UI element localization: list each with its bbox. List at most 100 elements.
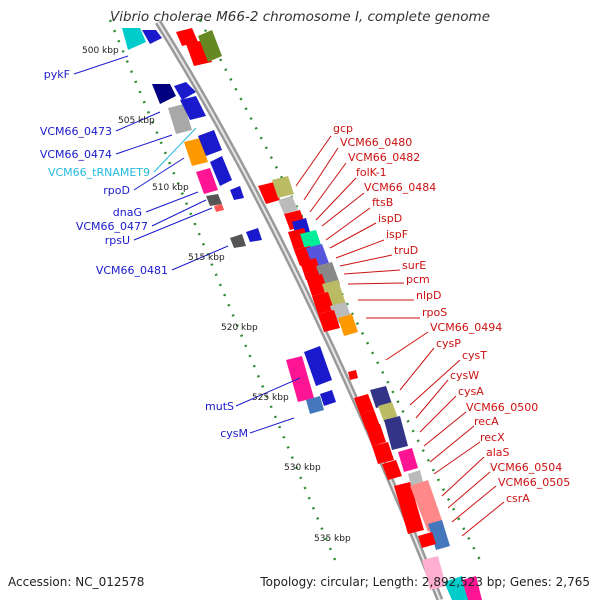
gene-label[interactable]: truD: [394, 244, 418, 257]
gene-arrow: [428, 520, 450, 550]
gene-arrow: [230, 234, 246, 248]
gene-arrow: [372, 442, 394, 464]
gene-arrow: [354, 394, 374, 414]
gene-arrow: [338, 314, 358, 336]
gene-label[interactable]: VCM66_0477: [76, 220, 148, 233]
gene-arrow: [320, 390, 336, 406]
gene-label[interactable]: folK-1: [356, 166, 387, 179]
gene-label[interactable]: VCM66_0504: [490, 461, 562, 474]
gene-arrow: [122, 28, 146, 50]
gene-arrow: [174, 82, 196, 100]
label-leader-lines: [73, 55, 505, 537]
gene-label[interactable]: cysP: [436, 337, 461, 350]
gene-label[interactable]: cysW: [450, 369, 479, 382]
gene-arrow: [418, 532, 436, 548]
gene-arrow: [382, 460, 402, 480]
gene-arrow: [394, 482, 424, 534]
gene-label[interactable]: rpoS: [422, 306, 447, 319]
gene-label[interactable]: ftsB: [372, 196, 393, 209]
gene-arrow: [198, 30, 222, 62]
accession-text: Accession: NC_012578: [8, 575, 145, 589]
gene-label[interactable]: VCM66_0473: [40, 125, 112, 138]
genome-summary-text: Topology: circular; Length: 2,892,523 bp…: [260, 575, 590, 589]
gene-arrow: [370, 386, 392, 408]
gene-label[interactable]: recA: [474, 415, 499, 428]
ruler-tick-labels: 500 kbp 505 kbp 510 kbp 515 kbp 520 kbp …: [82, 46, 351, 544]
gene-arrow: [152, 84, 176, 104]
gene-label[interactable]: VCM66_0484: [364, 181, 436, 194]
gene-label[interactable]: nlpD: [416, 289, 441, 302]
gene-arrow: [278, 196, 298, 214]
left-gene-labels: pykF VCM66_0473 VCM66_0474 VCM66_tRNAMET…: [40, 68, 248, 440]
gene-arrow: [378, 402, 398, 422]
gene-arrow: [312, 292, 334, 314]
gene-label[interactable]: VCM66_0480: [340, 136, 412, 149]
gene-arrow: [246, 228, 262, 242]
feature-blocks-bottom: [354, 386, 482, 600]
gene-arrow: [360, 410, 380, 430]
gene-arrow: [286, 356, 314, 402]
gene-label[interactable]: alaS: [486, 446, 510, 459]
gene-label[interactable]: gcp: [333, 122, 353, 135]
gene-label[interactable]: dnaG: [113, 206, 142, 219]
gene-label[interactable]: rpoD: [103, 184, 130, 197]
gene-label[interactable]: VCM66_0500: [466, 401, 538, 414]
gene-label[interactable]: surE: [402, 259, 426, 272]
gene-arrow: [272, 176, 294, 198]
tick-label: 520 kbp: [221, 323, 258, 333]
tick-label: 525 kbp: [252, 393, 289, 403]
gene-arrow: [214, 204, 224, 212]
gene-arrow: [306, 274, 328, 296]
gene-label[interactable]: cysA: [458, 385, 484, 398]
gene-label[interactable]: ispF: [386, 228, 408, 241]
gene-arrow: [180, 96, 206, 120]
gene-arrow: [348, 370, 358, 380]
gene-arrow: [306, 396, 324, 414]
gene-arrow: [198, 130, 222, 156]
tick-label: 515 kbp: [188, 253, 225, 263]
gene-label[interactable]: VCM66_tRNAMET9: [48, 166, 150, 179]
gene-label[interactable]: rpsU: [105, 234, 130, 247]
gene-arrow: [230, 186, 244, 200]
gene-arrow: [366, 424, 386, 446]
gene-label[interactable]: ispD: [378, 212, 402, 225]
gene-arrow: [206, 194, 222, 206]
tick-label: 535 kbp: [314, 534, 351, 544]
gene-label[interactable]: pcm: [406, 273, 430, 286]
gene-label[interactable]: cysM: [220, 427, 248, 440]
right-gene-labels: gcp VCM66_0480 VCM66_0482 folK-1 VCM66_0…: [333, 122, 570, 505]
feature-blocks-middle: [286, 346, 336, 414]
gene-label[interactable]: VCM66_0494: [430, 321, 502, 334]
right-ruler-line: [198, 19, 482, 561]
tick-label: 500 kbp: [82, 46, 119, 56]
gene-label[interactable]: cysT: [462, 349, 487, 362]
gene-label[interactable]: VCM66_0474: [40, 148, 112, 161]
tick-label: 510 kbp: [152, 183, 189, 193]
gene-arrow: [304, 346, 332, 386]
gene-label[interactable]: VCM66_0482: [348, 151, 420, 164]
gene-arrow: [300, 258, 322, 280]
feature-blocks-top: [122, 28, 262, 248]
gene-arrow: [196, 168, 218, 194]
feature-blocks-right: [176, 28, 358, 380]
tick-label: 505 kbp: [118, 116, 155, 126]
gene-label[interactable]: mutS: [205, 400, 234, 413]
gene-arrow: [384, 416, 408, 450]
gene-arrow: [422, 556, 446, 590]
gene-label[interactable]: VCM66_0505: [498, 476, 570, 489]
tick-label: 530 kbp: [284, 463, 321, 473]
gene-label[interactable]: VCM66_0481: [96, 264, 168, 277]
gene-arrow: [462, 576, 482, 600]
gene-arrow: [176, 28, 198, 46]
map-title: Vibrio cholerae M66-2 chromosome I, comp…: [110, 9, 490, 25]
gene-arrow: [318, 310, 340, 332]
gene-label[interactable]: pykF: [44, 68, 70, 81]
gene-arrow: [210, 156, 232, 186]
gene-label[interactable]: recX: [480, 431, 505, 444]
gene-arrow: [410, 480, 444, 532]
gene-label[interactable]: csrA: [506, 492, 530, 505]
gene-arrow: [142, 30, 162, 44]
gene-arrow: [398, 448, 418, 472]
